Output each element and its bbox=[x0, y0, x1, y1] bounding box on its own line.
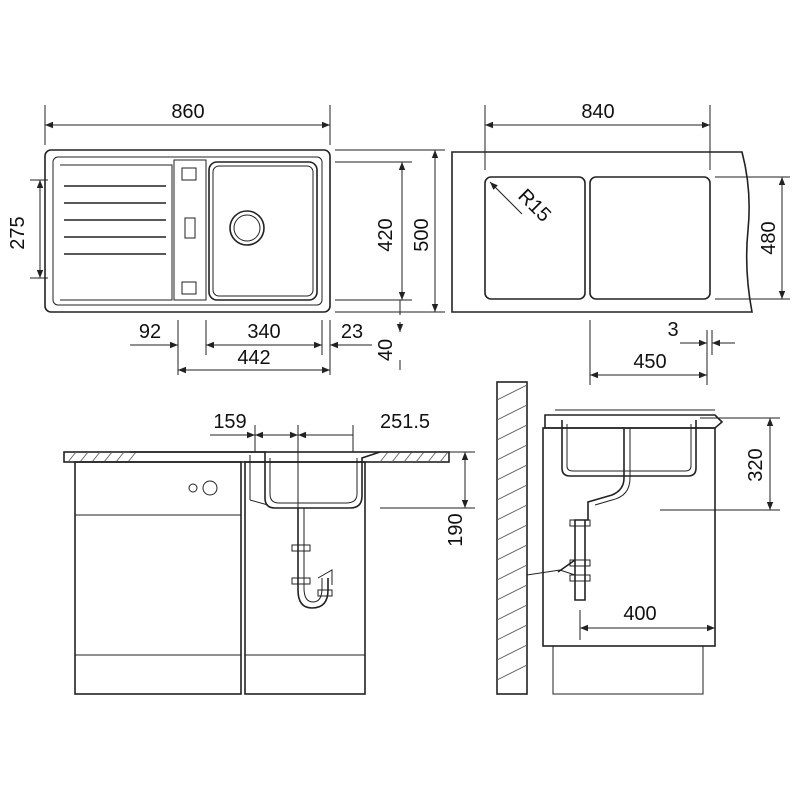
dim-depth-overall: 500 bbox=[411, 218, 433, 251]
dim-drainer-offset: 275 bbox=[7, 216, 29, 249]
tap-deck bbox=[173, 159, 207, 301]
drainer-grooves bbox=[64, 185, 166, 255]
sink-inner-outline bbox=[52, 156, 323, 306]
dim-depth-below: 320 bbox=[745, 448, 767, 481]
tap-hole-top bbox=[181, 167, 197, 181]
bowl-side bbox=[561, 420, 697, 477]
dim-bowl-width: 340 bbox=[247, 321, 280, 343]
countertop bbox=[63, 451, 450, 463]
cutout-view: R15 840 480 3 450 bbox=[451, 101, 790, 385]
bowl-inner bbox=[212, 165, 314, 297]
drain-pipe bbox=[557, 428, 625, 601]
plinth bbox=[552, 645, 704, 695]
knob-icon bbox=[188, 483, 198, 493]
side-view: 320 400 bbox=[496, 381, 780, 695]
tap-hole-bottom bbox=[181, 281, 197, 295]
sink-outline bbox=[44, 149, 331, 313]
top-view: 860 275 420 500 40 92 340 23 442 bbox=[7, 101, 445, 375]
overflow-slot bbox=[184, 217, 196, 239]
dim-cutout-depth: 480 bbox=[758, 221, 780, 254]
sink-profile bbox=[130, 451, 381, 509]
dim-bowl-height: 190 bbox=[445, 513, 467, 546]
dim-corner-radius: R15 bbox=[513, 185, 555, 227]
drain-icon bbox=[229, 210, 265, 246]
dim-tolerance: 3 bbox=[667, 319, 678, 341]
dim-offset-left: 159 bbox=[213, 411, 246, 433]
sink-cabinet bbox=[244, 461, 366, 695]
dim-edge-left: 92 bbox=[139, 321, 161, 343]
cutout-right bbox=[589, 176, 711, 300]
wall bbox=[496, 381, 528, 695]
dim-bowl-depth: 420 bbox=[375, 218, 397, 251]
dim-wall-distance: 400 bbox=[623, 603, 656, 625]
drainer-area bbox=[60, 164, 173, 301]
dim-cutout-width: 840 bbox=[581, 101, 614, 123]
countertop-side bbox=[544, 414, 724, 429]
dishwasher-cabinet bbox=[74, 461, 242, 695]
dim-width-overall: 860 bbox=[171, 101, 204, 123]
dim-edge-right: 23 bbox=[341, 321, 363, 343]
dim-bowl-with-center: 442 bbox=[237, 347, 270, 369]
front-view: 159 251.5 190 bbox=[63, 411, 475, 695]
knob-large-icon bbox=[202, 480, 218, 496]
dim-offset-right: 251.5 bbox=[380, 411, 430, 433]
dim-edge-bottom: 40 bbox=[375, 339, 397, 361]
drain-trap bbox=[297, 508, 329, 609]
cutout-left bbox=[484, 176, 586, 300]
bowl bbox=[208, 161, 318, 301]
dim-cutout-right: 450 bbox=[633, 351, 666, 373]
drain-inner-icon bbox=[233, 214, 261, 242]
countertop-outline bbox=[451, 151, 753, 313]
